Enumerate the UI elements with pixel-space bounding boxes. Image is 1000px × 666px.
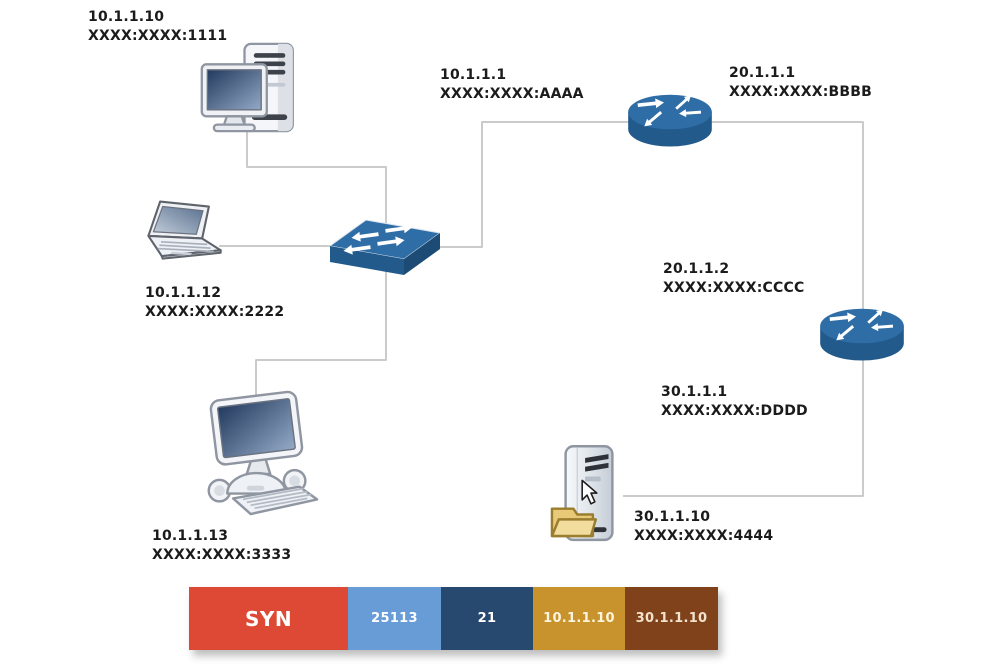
router-icon (820, 306, 904, 361)
packet-segment-destination-ip: 30.1.1.10 (625, 587, 718, 650)
packet-diagram: SYN 25113 21 10.1.1.10 30.1.1.10 (189, 587, 718, 650)
screen (206, 69, 262, 111)
label-router1-wan: 20.1.1.1 XXXX:XXXX:BBBB (729, 64, 872, 102)
ipv4-address: 10.1.1.13 (152, 528, 229, 544)
ipv6-address: XXXX:XXXX:1111 (88, 28, 228, 44)
desktop-computer-icon (207, 390, 319, 516)
ipv6-address: XXXX:XXXX:4444 (634, 528, 774, 544)
ipv4-address: 30.1.1.1 (661, 384, 728, 400)
switch-icon (330, 219, 440, 275)
label-server: 30.1.1.10 XXXX:XXXX:4444 (634, 508, 773, 546)
label-router1-lan: 10.1.1.1 XXXX:XXXX:AAAA (440, 66, 584, 104)
laptop-icon (147, 200, 222, 260)
label-pc1: 10.1.1.10 XXXX:XXXX:1111 (88, 8, 227, 46)
ipv6-address: XXXX:XXXX:2222 (145, 304, 285, 320)
link-switch-pc3 (255, 267, 387, 399)
router-icon (628, 92, 712, 147)
ipv4-address: 30.1.1.10 (634, 509, 711, 525)
ipv4-address: 10.1.1.12 (145, 285, 222, 301)
packet-segment-source-port: 25113 (348, 587, 441, 650)
ipv4-address: 10.1.1.10 (88, 9, 165, 25)
label-router2-lan: 30.1.1.1 XXXX:XXXX:DDDD (661, 383, 808, 421)
label-router2-wan: 20.1.1.2 XXXX:XXXX:CCCC (663, 260, 804, 298)
ipv4-address: 20.1.1.2 (663, 261, 730, 277)
packet-segment-syn-flag: SYN (189, 587, 348, 650)
ipv6-address: XXXX:XXXX:BBBB (729, 84, 873, 100)
cursor-icon (581, 479, 598, 505)
ipv6-address: XXXX:XXXX:AAAA (440, 86, 584, 102)
label-pc3: 10.1.1.13 XXXX:XXXX:3333 (152, 527, 291, 565)
ipv6-address: XXXX:XXXX:CCCC (663, 280, 805, 296)
ipv6-address: XXXX:XXXX:DDDD (661, 403, 808, 419)
packet-segment-destination-port: 21 (441, 587, 533, 650)
link-pc1-switch (246, 129, 387, 226)
ipv4-address: 20.1.1.1 (729, 65, 796, 81)
ipv6-address: XXXX:XXXX:3333 (152, 547, 292, 563)
desktop-computer-icon (200, 42, 294, 133)
screen (152, 205, 204, 235)
label-laptop: 10.1.1.12 XXXX:XXXX:2222 (145, 284, 284, 322)
screen (216, 398, 296, 459)
folder-icon (550, 507, 598, 538)
server-icon (550, 445, 614, 542)
packet-segment-source-ip: 10.1.1.10 (533, 587, 625, 650)
link-switch-router1 (435, 121, 641, 248)
ipv4-address: 10.1.1.1 (440, 67, 507, 83)
